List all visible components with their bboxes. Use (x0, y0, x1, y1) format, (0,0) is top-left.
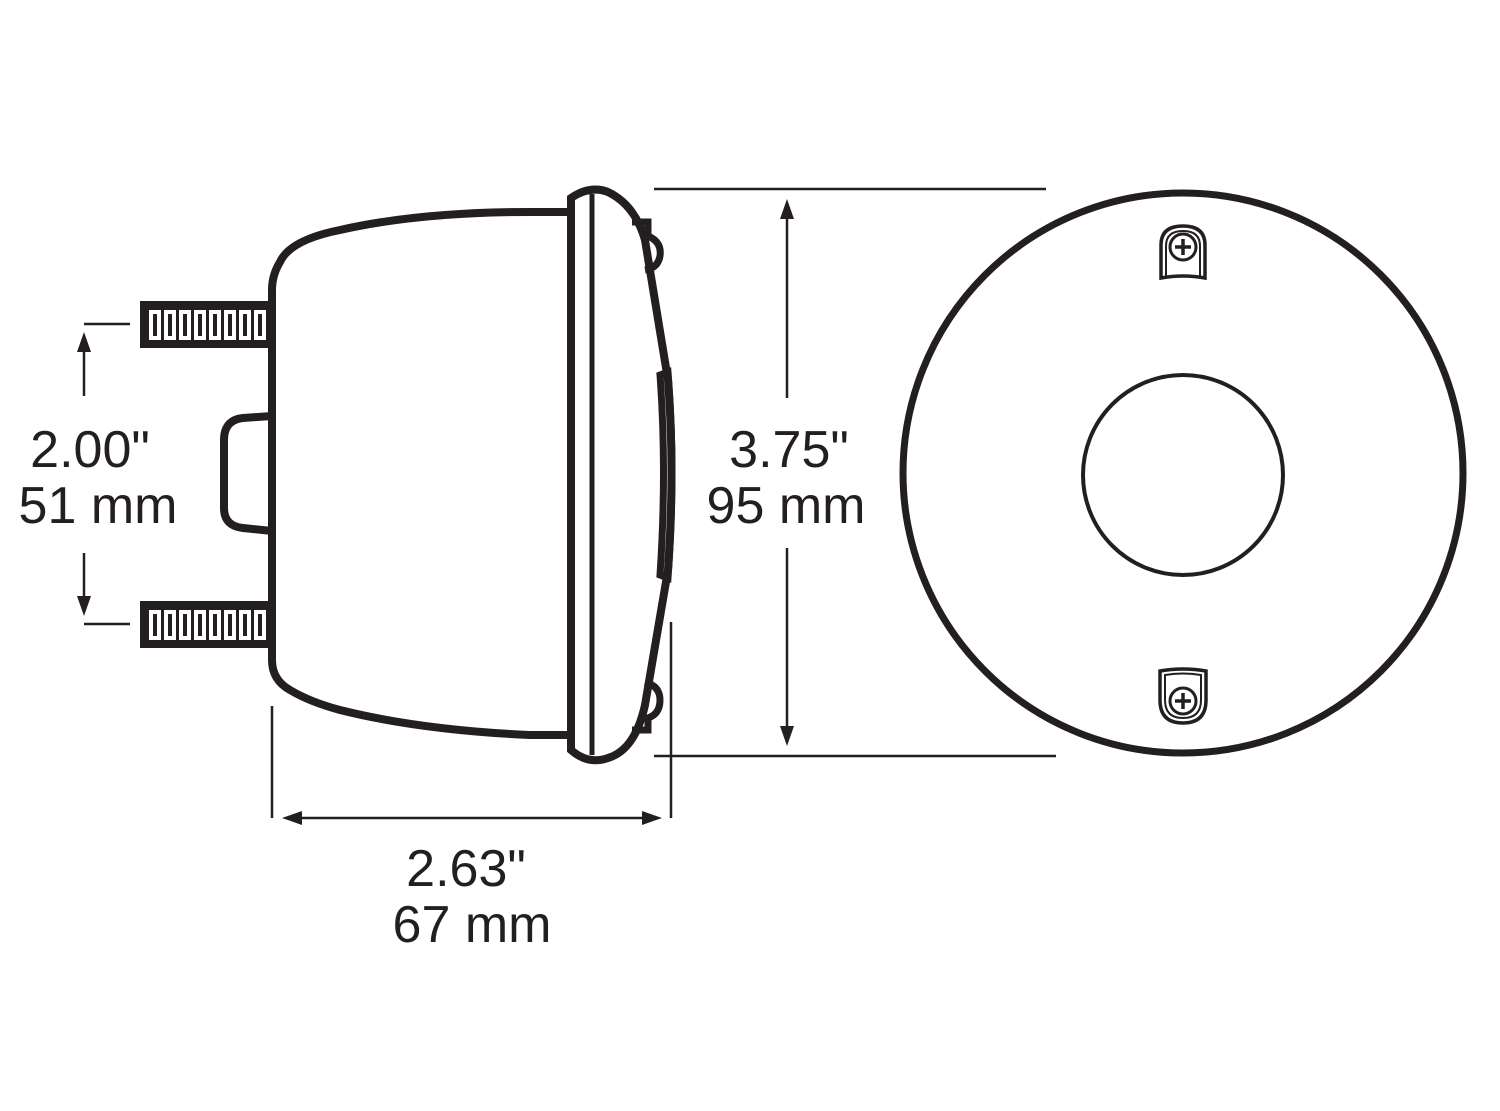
connector-tab (220, 412, 273, 535)
center-lens-circle (1081, 373, 1285, 577)
screw-ear-top (632, 218, 664, 274)
dimension-depth: 2.63" 67 mm (270, 622, 673, 954)
threaded-stud-bottom (140, 601, 272, 648)
arrow-right-icon (642, 811, 662, 825)
arrow-up-icon (77, 332, 91, 352)
bezel-ring (567, 185, 676, 765)
arrow-down-icon (780, 726, 794, 746)
threaded-stud-top (140, 301, 272, 348)
front-view (899, 189, 1467, 757)
arrow-up-icon (780, 199, 794, 219)
depth-metric: 67 mm (393, 896, 552, 954)
phillips-screw-icon-bottom (1158, 667, 1208, 725)
arrow-down-icon (77, 596, 91, 616)
housing-body (268, 208, 571, 739)
depth-imperial: 2.63" (406, 840, 526, 898)
phillips-screw-icon-top (1159, 224, 1207, 281)
stud-spacing-imperial: 2.00" (30, 421, 150, 479)
diameter-imperial: 3.75" (729, 421, 849, 479)
diameter-metric: 95 mm (707, 477, 866, 535)
lens-bump (656, 367, 676, 583)
dimension-stud-spacing: 2.00" 51 mm (19, 322, 178, 626)
outer-housing-circle (899, 189, 1467, 757)
dimension-diameter: 3.75" 95 mm (654, 187, 1056, 758)
screw-ear-bottom (632, 678, 664, 734)
stud-spacing-metric: 51 mm (19, 477, 178, 535)
side-view (140, 185, 676, 765)
arrow-left-icon (282, 811, 302, 825)
